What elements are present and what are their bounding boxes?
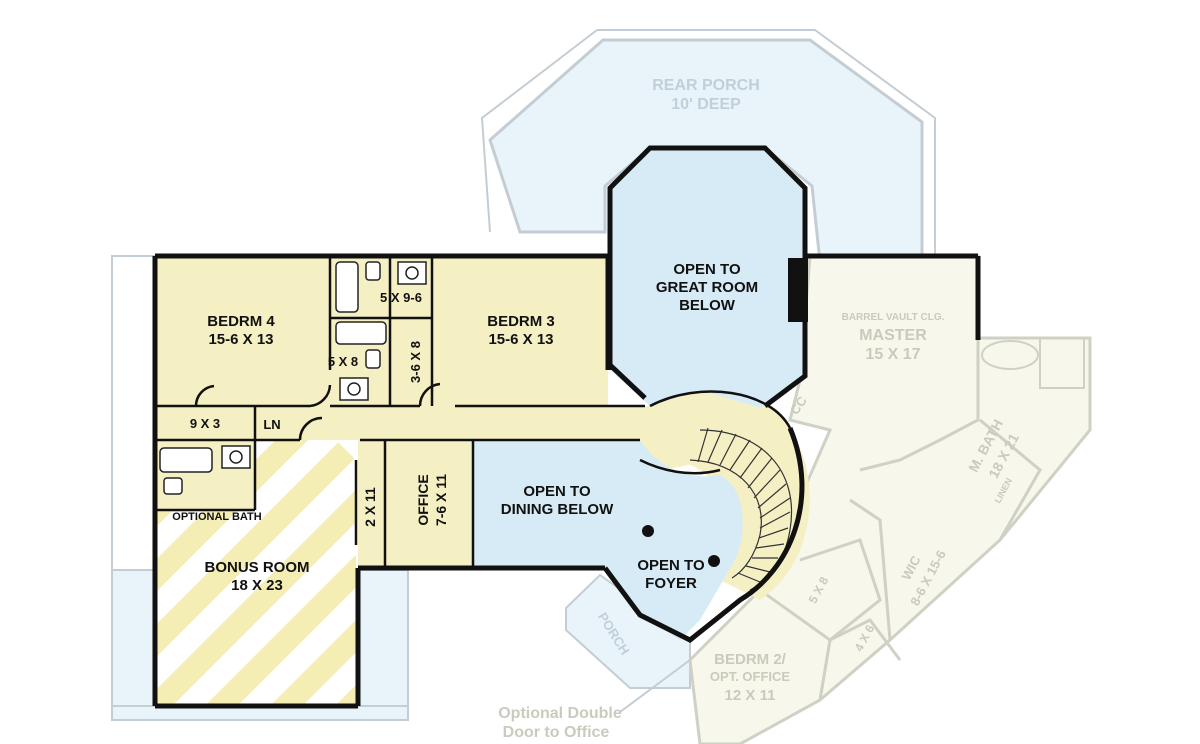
spiral-staircase xyxy=(689,427,792,591)
bedroom-4-size: 15-6 X 13 xyxy=(208,331,273,348)
stair-area xyxy=(640,427,810,600)
dining-line2: DINING BELOW xyxy=(501,501,614,518)
great-room-line1: OPEN TO xyxy=(673,261,741,278)
dining-open-area xyxy=(473,440,743,640)
great-room-line2: GREAT ROOM xyxy=(656,279,758,296)
walls xyxy=(152,145,981,709)
baths-block xyxy=(330,256,432,406)
master-ceiling-note: BARREL VAULT CLG. xyxy=(842,312,945,323)
front-porch-area xyxy=(565,573,691,689)
office-room xyxy=(385,440,473,568)
rear-porch-name: REAR PORCH xyxy=(652,77,760,94)
bedroom-3-room xyxy=(432,256,608,406)
office-door-note-line1: Optional Double xyxy=(498,705,622,722)
great-room-line3: BELOW xyxy=(679,297,736,314)
optional-bath-label: OPTIONAL BATH xyxy=(172,511,261,523)
hallway xyxy=(155,391,790,469)
great-room-open-area xyxy=(610,148,805,408)
bonus-room-size: 18 X 23 xyxy=(231,577,283,594)
column xyxy=(642,525,654,537)
foyer-line1: OPEN TO xyxy=(637,557,705,574)
bath-upper-size: 5 X 9-6 xyxy=(380,290,422,305)
bonus-room-name: BONUS ROOM xyxy=(205,559,310,576)
bedroom-3-name: BEDRM 3 xyxy=(487,313,555,330)
office-size: 7-6 X 11 xyxy=(433,474,449,526)
linen-label: LN xyxy=(263,417,280,432)
bedroom-2-size: 12 X 11 xyxy=(725,687,776,704)
dining-line1: OPEN TO xyxy=(523,483,591,500)
closet-9x3-size: 9 X 3 xyxy=(190,416,220,431)
office-name: OFFICE xyxy=(415,474,431,525)
foyer-line2: FOYER xyxy=(645,575,697,592)
bedroom-2-alt: OPT. OFFICE xyxy=(710,669,791,684)
bedroom-3-size: 15-6 X 13 xyxy=(488,331,553,348)
master-size: 15 X 17 xyxy=(865,346,920,363)
master-name: MASTER xyxy=(859,327,927,344)
bath-lower-size: 5 X 8 xyxy=(328,354,358,369)
column xyxy=(708,555,720,567)
bedroom-4-name: BEDRM 4 xyxy=(207,313,275,330)
bedroom-2-name: BEDRM 2/ xyxy=(714,651,787,668)
bonus-room xyxy=(155,440,356,706)
bedroom-4-room xyxy=(155,256,330,406)
master-wing xyxy=(688,254,1092,744)
porch-outlines xyxy=(6,29,1197,721)
closet-2x11-room xyxy=(358,440,385,568)
closet-36x8-size: 3-6 X 8 xyxy=(408,341,423,383)
closet-2x11-size: 2 X 11 xyxy=(362,487,378,527)
rear-porch-depth: 10' DEEP xyxy=(671,96,741,113)
office-door-note-line2: Door to Office xyxy=(503,724,610,741)
